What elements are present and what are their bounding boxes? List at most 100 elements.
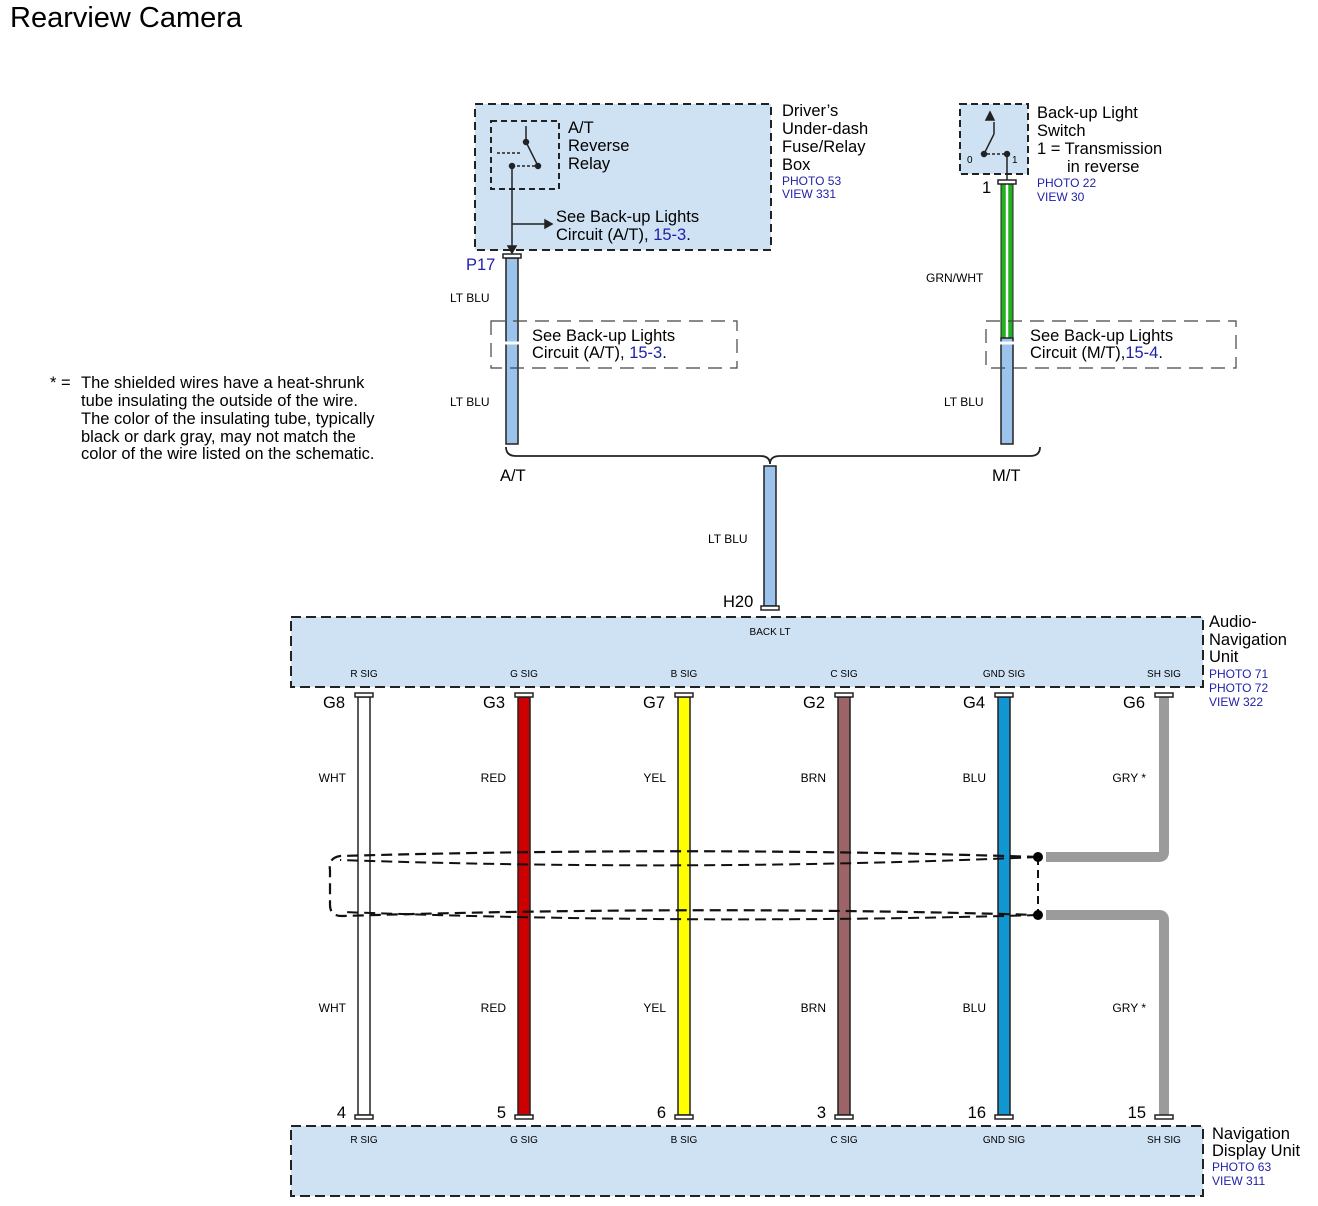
fuse-box-name-2: Under-dash [782,120,868,138]
connector-cap [834,1114,854,1120]
signal-label-top: GND SIG [983,669,1025,680]
connector-cap [834,692,854,698]
see-at-line1: See Back-up Lights [532,327,675,345]
wire-segment[interactable] [1046,697,1169,862]
connector-cap [674,692,694,698]
fuse-box-view[interactable]: VIEW 331 [782,187,836,201]
relay-contact-icon [497,126,554,255]
fuse-see-line1: See Back-up Lights [556,208,699,226]
note-line-1: The shielded wires have a heat-shrunk [81,374,365,392]
connector-cap [1154,692,1174,698]
signal-label-bottom: C SIG [830,1135,857,1146]
display-unit-photo[interactable]: PHOTO 63 [1212,1160,1271,1174]
note-line-3: The color of the insulating tube, typica… [81,410,375,428]
switch-pos-1: 1 [1012,155,1018,166]
note-line-5: color of the wire listed on the schemati… [81,445,374,463]
pin-h20: H20 [723,593,753,611]
wire-color-label-upper: RED [481,771,507,785]
wire-segment[interactable] [837,696,851,1116]
wire-label-mt-lower: LT BLU [944,395,984,409]
wire-joined-ltblu[interactable] [763,465,777,607]
label-mt: M/T [992,467,1020,485]
connector-cap [514,1114,534,1120]
top-pin: G6 [1123,694,1145,712]
switch-photo[interactable]: PHOTO 22 [1037,176,1096,190]
wire-color-label-upper: YEL [643,771,666,785]
switch-pin-1: 1 [982,179,991,197]
backup-light-switch[interactable]: 0 1 [959,103,1029,180]
switch-view[interactable]: VIEW 30 [1037,190,1085,204]
wire-label-at-lower: LT BLU [450,395,490,409]
pin-p17: P17 [466,256,495,274]
wire-color-label-lower: GRY * [1112,1001,1146,1015]
relay-label-3: Relay [568,155,611,173]
note-line-2: tube insulating the outside of the wire. [81,392,358,410]
fuse-box-name-3: Fuse/Relay [782,138,866,156]
display-unit-name-2: Display Unit [1212,1142,1300,1160]
signal-label-bottom: R SIG [350,1135,377,1146]
see-at-line2: Circuit (A/T), 15-3. [532,344,667,362]
connector-cap [994,692,1014,698]
connector-cap [354,692,374,698]
signal-label-top: SH SIG [1147,669,1181,680]
connector-cap [514,692,534,698]
wire-segment[interactable] [1046,910,1169,1115]
relay-label-2: Reverse [568,137,629,155]
navigation-display-unit[interactable] [290,1125,1204,1197]
see-at-box [490,320,738,369]
top-pin: G7 [643,694,665,712]
wire-mt[interactable] [997,179,1017,445]
note-mark: * = [50,374,71,392]
bottom-pin: 16 [968,1104,986,1122]
wire-color-label-upper: GRY * [1112,771,1146,785]
display-unit-view[interactable]: VIEW 311 [1212,1174,1265,1188]
wire-color-label-lower: RED [481,1001,507,1015]
signal-label-bottom: GND SIG [983,1135,1025,1146]
see-mt-link[interactable]: 15-4 [1125,344,1158,362]
signal-label-top: G SIG [510,669,538,680]
wire-color-label-lower: BRN [801,1001,826,1015]
back-lt-label: BACK LT [750,627,791,638]
wire-label-mt-upper: GRN/WHT [926,271,984,285]
nav-unit-name-1: Audio- [1209,613,1257,631]
relay-box [490,120,560,190]
switch-pos-0: 0 [967,155,973,166]
wire-segment[interactable] [997,696,1011,1116]
see-mt-line1: See Back-up Lights [1030,327,1173,345]
nav-unit-photo-71[interactable]: PHOTO 71 [1209,667,1268,681]
switch-name-1: Back-up Light [1037,104,1138,122]
wire-color-label-upper: BLU [963,771,986,785]
audio-navigation-unit[interactable] [290,616,1204,688]
wire-label-at-upper: LT BLU [450,291,490,305]
bottom-pin: 4 [337,1104,346,1122]
fuse-relay-box[interactable]: A/T Reverse Relay See Back-up Lights Cir… [474,103,772,255]
wire-color-label-upper: WHT [319,771,347,785]
see-at-link[interactable]: 15-3 [629,344,662,362]
fuse-box-name-4: Box [782,156,811,174]
switch-name-4: in reverse [1067,158,1139,176]
wire-segment[interactable] [357,696,371,1116]
fuse-box-photo[interactable]: PHOTO 53 [782,174,841,188]
wire-segment[interactable] [677,696,691,1116]
nav-unit-view[interactable]: VIEW 322 [1209,695,1263,709]
nav-unit-photo-72[interactable]: PHOTO 72 [1209,681,1268,695]
label-at: A/T [500,467,526,485]
top-pin: G2 [803,694,825,712]
fuse-see-link[interactable]: 15-3 [653,226,686,244]
wire-segment[interactable] [517,696,531,1116]
wire-color-label-upper: BRN [801,771,826,785]
top-pin: G8 [323,694,345,712]
switch-name-3: 1 = Transmission [1037,140,1162,158]
wire-color-label-lower: WHT [319,1001,347,1015]
relay-label-1: A/T [568,119,594,137]
signal-label-top: C SIG [830,669,857,680]
top-pin: G4 [963,694,985,712]
signal-label-top: B SIG [671,669,698,680]
